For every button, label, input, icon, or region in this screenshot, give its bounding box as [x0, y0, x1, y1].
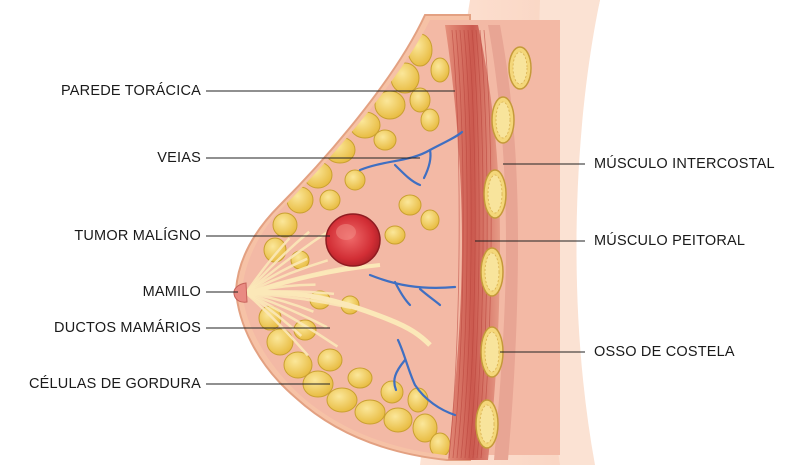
- fat-lobule: [381, 381, 403, 403]
- fat-lobule: [384, 408, 412, 432]
- fat-lobule: [355, 400, 385, 424]
- label-tumor-maligno: TUMOR MALÍGNO: [74, 228, 201, 244]
- fat-lobule: [399, 195, 421, 215]
- fat-lobule: [385, 226, 405, 244]
- rib-bone: [484, 170, 506, 218]
- fat-lobule: [408, 388, 428, 412]
- fat-lobule: [348, 368, 372, 388]
- fat-lobule: [410, 88, 430, 112]
- label-ductos-mamarios: DUCTOS MAMÁRIOS: [54, 320, 201, 336]
- rib-bone: [481, 327, 503, 377]
- fat-lobule: [287, 187, 313, 213]
- rib-bone: [492, 97, 514, 143]
- rib-bone: [481, 248, 503, 296]
- label-celulas-de-gordura: CÉLULAS DE GORDURA: [29, 376, 201, 392]
- fat-lobule: [421, 210, 439, 230]
- fat-lobule: [345, 170, 365, 190]
- label-mamilo: MAMILO: [143, 284, 201, 300]
- label-parede-toracica: PAREDE TORÁCICA: [61, 83, 201, 99]
- fat-lobule: [430, 433, 450, 457]
- fat-lobule: [374, 130, 396, 150]
- label-osso-de-costela: OSSO DE COSTELA: [594, 344, 735, 360]
- fat-lobule: [267, 329, 293, 355]
- fat-lobule: [421, 109, 439, 131]
- malignant-tumor: [326, 214, 380, 266]
- label-veias: VEIAS: [157, 150, 201, 166]
- fat-lobule: [431, 58, 449, 82]
- fat-lobule: [327, 388, 357, 412]
- label-musculo-intercostal: MÚSCULO INTERCOSTAL: [594, 156, 775, 172]
- fat-lobule: [318, 349, 342, 371]
- rib-bone: [509, 47, 531, 89]
- fat-lobule: [264, 238, 286, 262]
- fat-lobule: [273, 213, 297, 237]
- label-musculo-peitoral: MÚSCULO PEITORAL: [594, 233, 745, 249]
- rib-bone: [476, 400, 498, 448]
- fat-lobule: [320, 190, 340, 210]
